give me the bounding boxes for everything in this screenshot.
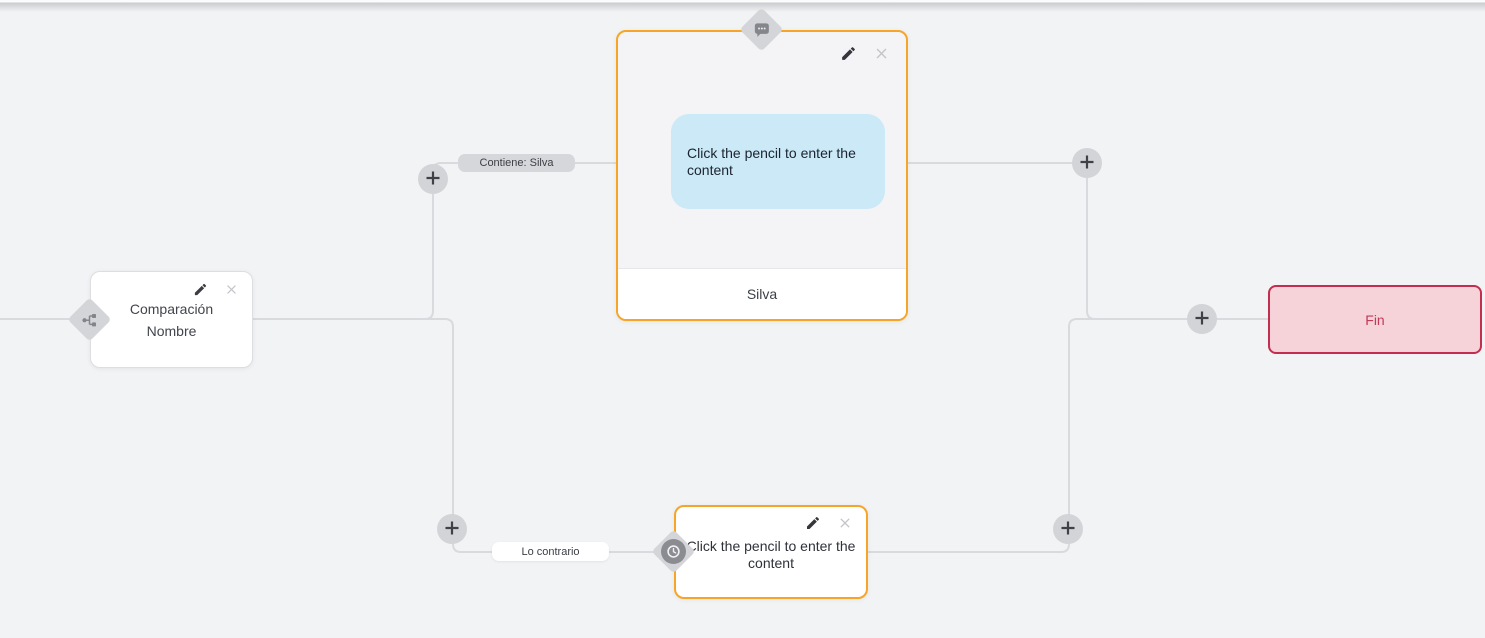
add-node-button-after-message[interactable] <box>1072 148 1102 178</box>
message-node[interactable]: Click the pencil to enter the content Si… <box>616 30 908 321</box>
plus-icon <box>1194 310 1210 329</box>
plus-icon <box>1079 154 1095 173</box>
delete-node-button[interactable] <box>836 515 854 533</box>
pencil-icon <box>840 45 857 65</box>
edge-label-false-branch[interactable]: Lo contrario <box>492 542 609 561</box>
edit-node-button[interactable] <box>804 515 822 533</box>
end-node[interactable]: Fin <box>1268 285 1482 354</box>
edge-message-end <box>908 162 1268 320</box>
condition-node[interactable]: Comparación Nombre <box>90 271 253 368</box>
edit-node-button[interactable] <box>191 282 209 300</box>
edge-condition-false <box>253 318 656 553</box>
delete-node-button[interactable] <box>222 282 240 300</box>
branch-icon <box>82 312 98 328</box>
delay-node[interactable]: Click the pencil to enter the content <box>674 505 868 599</box>
close-icon <box>873 45 890 65</box>
edge-label-true-branch[interactable]: Contiene: Silva <box>458 154 575 172</box>
delay-content-placeholder: Click the pencil to enter the content <box>686 538 856 571</box>
message-content-placeholder: Click the pencil to enter the content <box>671 114 885 209</box>
close-icon <box>837 515 853 534</box>
message-node-footer: Silva <box>618 268 906 319</box>
chat-icon <box>753 21 771 38</box>
delete-node-button[interactable] <box>872 46 890 64</box>
pencil-icon <box>193 282 208 300</box>
condition-node-title: Comparación Nombre <box>91 298 252 342</box>
condition-title-line2: Nombre <box>146 323 197 339</box>
plus-icon <box>1060 520 1076 539</box>
plus-icon <box>444 520 460 539</box>
clock-icon <box>661 539 686 564</box>
add-node-button-before-end[interactable] <box>1187 304 1217 334</box>
end-node-label: Fin <box>1365 311 1385 328</box>
condition-title-line1: Comparación <box>129 301 214 317</box>
condition-node-port[interactable] <box>67 297 112 342</box>
close-icon <box>224 282 239 300</box>
message-node-port[interactable] <box>739 7 784 52</box>
plus-icon <box>425 170 441 189</box>
add-node-button-false-branch[interactable] <box>437 514 467 544</box>
edge-delay-end <box>868 318 1268 553</box>
add-node-button-after-delay[interactable] <box>1053 514 1083 544</box>
pencil-icon <box>805 515 821 534</box>
add-node-button-true-branch[interactable] <box>418 164 448 194</box>
delay-node-port[interactable] <box>651 529 696 574</box>
edit-node-button[interactable] <box>839 46 857 64</box>
